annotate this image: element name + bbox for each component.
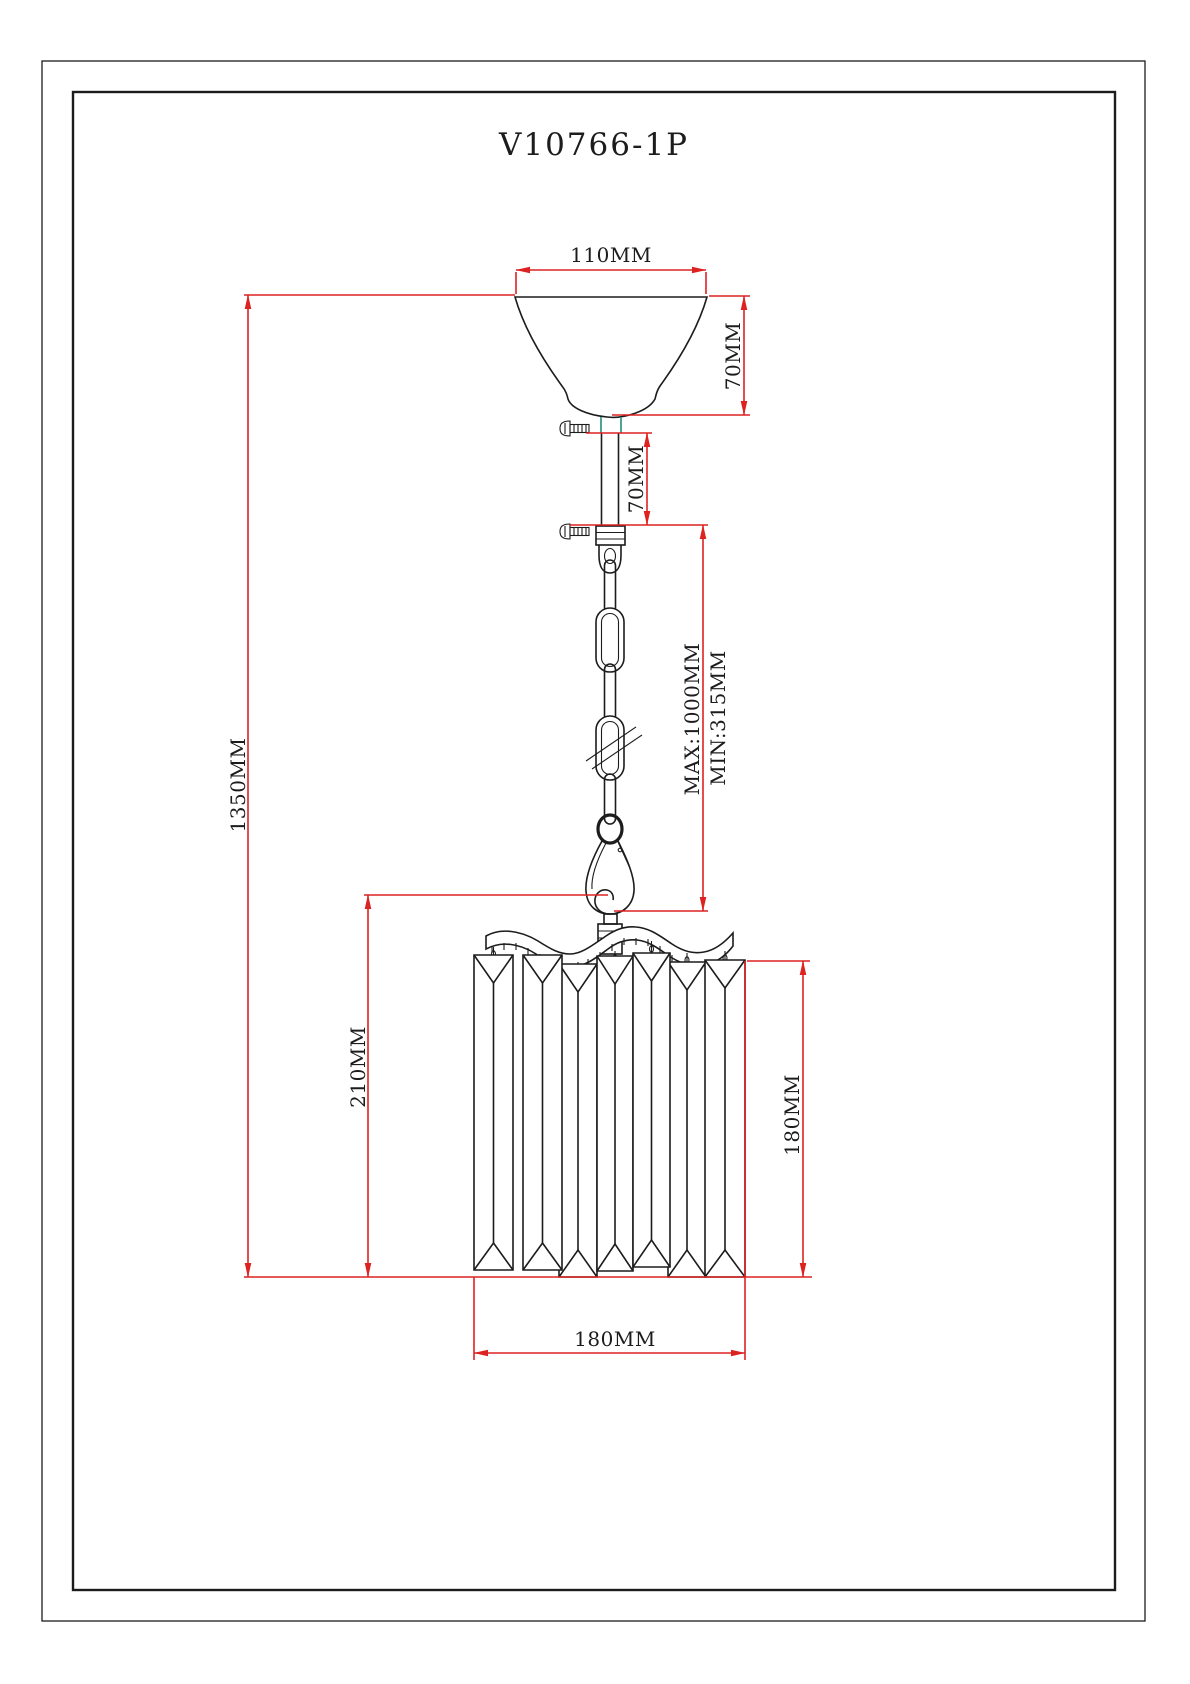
screw-threads	[573, 424, 587, 433]
dimension-label-max: MAX:1000MM	[680, 643, 704, 796]
dimension-shade-width: 180MM	[473, 1277, 746, 1360]
chain-break-mark	[585, 726, 643, 770]
break-slash-2	[591, 734, 643, 770]
finial-neck	[603, 913, 618, 925]
screw-threads	[573, 527, 587, 536]
dimension-label: 180MM	[574, 1327, 656, 1351]
crystal-prisms	[473, 952, 746, 1278]
screw-head	[559, 420, 571, 437]
crystal-prism-5	[632, 952, 671, 1268]
page-title: V10766-1P	[498, 127, 689, 163]
dimension-stem-length: 70MM	[586, 432, 652, 526]
inner-border	[71, 90, 1117, 1592]
prism-bottom-facet	[704, 1248, 746, 1278]
prism-bottom-facet	[473, 1241, 514, 1271]
shackle-hole	[603, 547, 617, 565]
prism-bottom-facet	[632, 1238, 671, 1268]
hook-bottom-curl	[594, 889, 615, 915]
dimension-label: 110MM	[570, 243, 652, 267]
hook-gate	[617, 841, 630, 867]
prism-bottom-facet	[596, 1242, 634, 1272]
crystal-prism-7	[704, 959, 746, 1278]
hook-top-ring	[596, 813, 624, 845]
set-screw-bottom	[559, 523, 590, 540]
hook-body-inner-edge	[591, 842, 607, 890]
dimension-label: 210MM	[346, 1026, 370, 1108]
dimension-label: 70MM	[624, 445, 648, 513]
dimension-crystal-band-height: 180MM	[744, 960, 810, 1360]
canopy-outline	[513, 296, 709, 419]
stem-tube	[595, 433, 626, 574]
chain-link-small-1	[603, 559, 617, 614]
crystal-prism-4	[596, 955, 634, 1272]
dimensions: 110MM 70MM 70MM MAX:1000MM MIN:315MM 135…	[226, 243, 812, 1360]
stem-connector-block	[595, 525, 626, 546]
dimension-shade-assembly-height: 210MM	[346, 894, 608, 1278]
outer-border	[41, 60, 1146, 1622]
dimension-overall-drop: 1350MM	[226, 294, 515, 1278]
screw-head	[559, 523, 571, 540]
swivel-snap-hook	[585, 813, 635, 915]
dimension-label-min: MIN:315MM	[706, 650, 730, 786]
chain-link-oval-1-outer	[595, 607, 625, 673]
prism-bottom-facet	[522, 1241, 563, 1271]
crystal-prism-3	[558, 963, 598, 1278]
crystal-prism-1	[473, 954, 514, 1271]
dimension-canopy-height: 70MM	[612, 295, 750, 416]
dimension-label: 180MM	[780, 1074, 804, 1156]
dimension-chain-drop: MAX:1000MM MIN:315MM	[570, 524, 730, 912]
screw-shaft	[569, 423, 590, 434]
screw-shaft	[569, 526, 590, 537]
stem-shackle	[598, 545, 622, 574]
dimension-canopy-width: 110MM	[515, 243, 707, 294]
break-slash-1	[585, 726, 637, 762]
dimension-label: 1350MM	[226, 738, 250, 833]
chain-link-small-3	[603, 773, 617, 825]
dimension-label: 70MM	[721, 322, 745, 390]
set-screw-top	[559, 420, 590, 437]
hook-rivet	[617, 847, 623, 853]
hanging-chain	[585, 559, 643, 825]
prism-bottom-facet	[667, 1248, 707, 1278]
ceiling-canopy	[513, 296, 709, 433]
chain-link-oval-2-outer	[595, 715, 625, 781]
crystal-prism-6	[667, 961, 707, 1278]
prism-bottom-facet	[558, 1248, 598, 1278]
chain-link-oval-1-inner	[600, 612, 620, 668]
crystal-prism-2	[522, 954, 563, 1271]
